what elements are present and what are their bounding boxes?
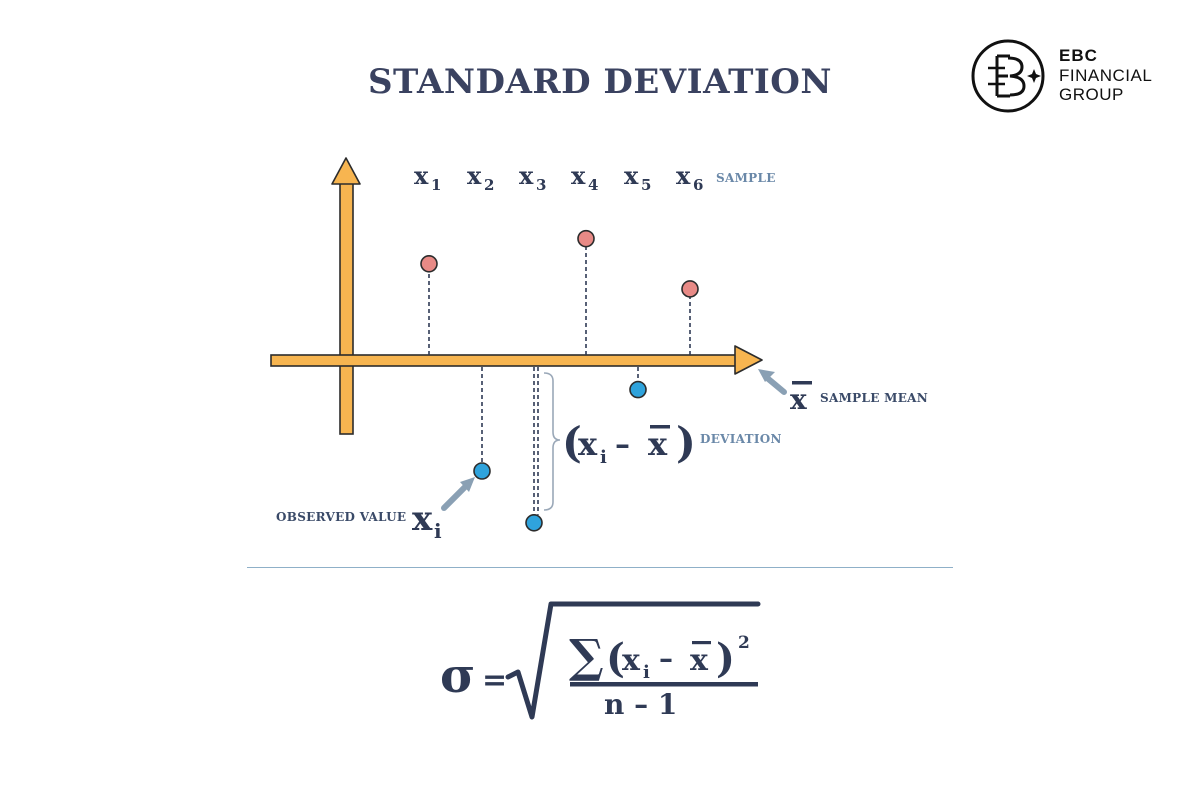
formula-open-paren: ( bbox=[606, 635, 625, 682]
sample-sub-5: 5 bbox=[641, 176, 651, 194]
formula-equals: = bbox=[482, 663, 507, 698]
sample-label-3: x bbox=[519, 161, 534, 190]
deviation-label: DEVIATION bbox=[700, 432, 782, 446]
observed-sub: i bbox=[434, 519, 442, 543]
formula-sigma: σ bbox=[440, 648, 475, 704]
sample-labels: x 1 x 2 x 3 x 4 x 5 x 6 bbox=[414, 161, 703, 194]
formula-xbar: x bbox=[690, 643, 709, 678]
sample-mean-symbol: x bbox=[790, 381, 812, 416]
formula-denominator: n – 1 bbox=[604, 688, 677, 721]
deviation-xbar: x bbox=[648, 425, 668, 463]
sample-label-6: x bbox=[676, 161, 691, 190]
sample-mean-x: x bbox=[790, 383, 807, 416]
sample-sub-3: 3 bbox=[536, 176, 546, 194]
sample-caption: SAMPLE bbox=[716, 171, 776, 185]
section-divider bbox=[247, 567, 953, 568]
sample-sub-2: 2 bbox=[484, 176, 494, 194]
vertical-axis bbox=[331, 157, 361, 435]
observation-point-3 bbox=[525, 513, 543, 532]
deviation-minus: – bbox=[615, 427, 630, 462]
formula-x: x bbox=[622, 643, 641, 678]
brand: EBC FINANCIAL GROUP bbox=[970, 38, 1170, 114]
sample-label-5: x bbox=[624, 161, 639, 190]
formula-sum: ∑ bbox=[569, 629, 604, 683]
observation-point-4 bbox=[577, 229, 595, 248]
observation-points bbox=[420, 229, 699, 532]
formula-exponent: 2 bbox=[738, 633, 750, 653]
deviation-bracket bbox=[543, 372, 561, 511]
sample-mean-bar bbox=[792, 381, 812, 385]
sample-sub-4: 4 bbox=[588, 176, 598, 194]
deviation-expression: ( x i – x ) bbox=[562, 418, 696, 468]
deviation-x: x bbox=[578, 425, 598, 463]
sample-label-2: x bbox=[467, 161, 482, 190]
observed-x: x bbox=[412, 499, 433, 539]
observed-value-arrow-icon bbox=[441, 477, 475, 511]
page-title: STANDARD DEVIATION bbox=[368, 62, 832, 102]
axis-crossing bbox=[341, 356, 352, 365]
formula-xbar-bar bbox=[692, 641, 711, 645]
brand-line-financial: FINANCIAL bbox=[1059, 66, 1153, 85]
observation-point-5 bbox=[629, 380, 647, 399]
fraction-bar bbox=[570, 682, 758, 687]
sample-sub-1: 1 bbox=[431, 176, 441, 194]
sample-mean-arrow-icon bbox=[758, 369, 787, 395]
square-root-icon bbox=[505, 601, 761, 720]
sample-label-4: x bbox=[571, 161, 586, 190]
deviation-diagram: x 1 x 2 x 3 x 4 x 5 x 6 ( x i – x ) x x … bbox=[270, 157, 812, 543]
formula-sub: i bbox=[643, 662, 650, 683]
ebc-monogram-logo-icon bbox=[971, 39, 1045, 113]
deviation-sub: i bbox=[600, 447, 607, 468]
formula-minus: – bbox=[659, 642, 673, 675]
deviation-xbar-bar bbox=[650, 425, 670, 429]
sample-mean-label: SAMPLE MEAN bbox=[820, 391, 929, 405]
sample-label-1: x bbox=[414, 161, 429, 190]
brand-name: EBC bbox=[1059, 46, 1098, 65]
observation-point-2 bbox=[473, 462, 491, 480]
observation-point-6 bbox=[681, 280, 699, 298]
horizontal-axis bbox=[270, 345, 763, 375]
deviation-close-paren: ) bbox=[676, 418, 696, 467]
brand-line-group: GROUP bbox=[1059, 85, 1124, 104]
observed-value-label: OBSERVED VALUE bbox=[276, 510, 407, 524]
sample-sub-6: 6 bbox=[693, 176, 703, 194]
deviation-open-paren: ( bbox=[562, 418, 582, 467]
observation-point-1 bbox=[420, 254, 438, 273]
formula-close-paren: ) bbox=[716, 635, 735, 682]
observed-value-symbol: x i bbox=[412, 499, 442, 543]
